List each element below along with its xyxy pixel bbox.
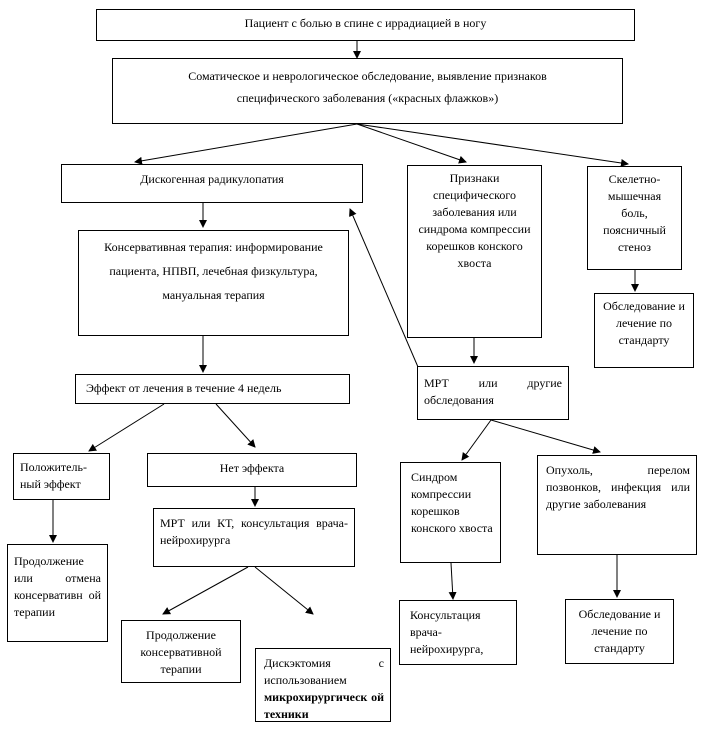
- box-musculoskeletal-pain-text: Скелетно-мышечная боль, поясничный стено…: [603, 172, 666, 254]
- box-standard-care-bottom: Обследование и лечение по стандарту: [565, 599, 674, 664]
- box-tumor-fracture-infection-text: Опухоль, перелом позвонков, инфекция или…: [546, 463, 690, 511]
- box-standard-care-bottom-text: Обследование и лечение по стандарту: [578, 607, 661, 655]
- arrow-b12-b16: [162, 566, 249, 615]
- box-specific-disease-signs-text: Признаки специфического заболевания или …: [418, 171, 531, 270]
- arrow-b8-b10: [88, 403, 165, 452]
- box-discectomy-text: Дискэктомия с использованием: [264, 656, 384, 687]
- box-standard-care-right-text: Обследование и лечение по стандарту: [603, 299, 685, 347]
- box-mri-ct-neurosurgeon: МРТ или КТ, консультация врача-нейрохиру…: [153, 508, 355, 567]
- arrow-b9-b13: [461, 419, 492, 461]
- arrow-b12-b17: [254, 566, 314, 615]
- box-mri-ct-neurosurgeon-text: МРТ или КТ, консультация врача-нейрохиру…: [160, 516, 348, 547]
- box-conservative-therapy-line1: Консервативная терапия: информирование: [104, 240, 323, 254]
- box-continue-or-cancel-therapy: Продолжение или отмена консервативн ой т…: [7, 544, 108, 642]
- arrow-b2-b5: [356, 123, 629, 167]
- box-continue-conservative-therapy: Продолжение консервативной терапии: [121, 620, 241, 683]
- box-specific-disease-signs: Признаки специфического заболевания или …: [407, 165, 542, 338]
- box-discogenic-radiculopathy-text: Дискогенная радикулопатия: [140, 172, 284, 186]
- box-discogenic-radiculopathy: Дискогенная радикулопатия: [61, 164, 363, 203]
- box-positive-effect-text: Положитель-ный эффект: [20, 460, 87, 491]
- box-treatment-effect-4-weeks: Эффект от лечения в течение 4 недель: [75, 374, 350, 404]
- box-conservative-therapy-line3: мануальная терапия: [162, 288, 265, 302]
- box-standard-care-right: Обследование и лечение по стандарту: [594, 293, 694, 368]
- box-neurosurgeon-consultation-surgery-text: Консультация врача-нейрохирурга, операци…: [410, 608, 484, 664]
- box-examination-line2: специфического заболевания («красных фла…: [236, 91, 499, 105]
- box-conservative-therapy: Консервативная терапия: информирование п…: [78, 230, 349, 336]
- box-conservative-therapy-line2: пациента, НПВП, лечебная физкультура,: [109, 264, 318, 278]
- box-discectomy: Дискэктомия с использованием микрохирург…: [255, 648, 391, 722]
- box-examination: Соматическое и неврологическое обследова…: [112, 58, 623, 124]
- arrow-b9-b14: [490, 419, 601, 454]
- box-mri-other-exams-text: МРТ или другие обследования: [424, 376, 562, 407]
- arrow-b2-b3: [134, 123, 358, 165]
- box-no-effect-text: Нет эффекта: [219, 461, 285, 475]
- box-mri-other-exams: МРТ или другие обследования: [417, 366, 569, 420]
- box-patient-back-pain-text: Пациент с болью в спине с иррадиацией в …: [244, 16, 487, 30]
- box-positive-effect: Положитель-ный эффект: [13, 453, 110, 500]
- box-musculoskeletal-pain: Скелетно-мышечная боль, поясничный стено…: [587, 166, 682, 270]
- box-examination-line1: Соматическое и неврологическое обследова…: [188, 69, 547, 83]
- box-discectomy-bold-text: микрохирургическ ой техники: [264, 690, 384, 721]
- box-cauda-equina-syndrome: Синдром компрессии корешков конского хво…: [400, 462, 501, 563]
- box-cauda-equina-syndrome-text: Синдром компрессии корешков конского хво…: [411, 470, 493, 535]
- box-continue-or-cancel-therapy-text: Продолжение или отмена консервативн ой т…: [14, 554, 101, 619]
- box-no-effect: Нет эффекта: [147, 453, 357, 487]
- arrow-b2-b4: [356, 123, 467, 164]
- box-patient-back-pain: Пациент с болью в спине с иррадиацией в …: [96, 9, 635, 41]
- arrow-b13-b18: [448, 562, 457, 600]
- box-treatment-effect-4-weeks-text: Эффект от лечения в течение 4 недель: [86, 381, 282, 395]
- box-continue-conservative-therapy-text: Продолжение консервативной терапии: [140, 628, 222, 676]
- arrow-b9-b3: [349, 208, 419, 368]
- box-tumor-fracture-infection: Опухоль, перелом позвонков, инфекция или…: [537, 455, 697, 555]
- arrow-b8-b11: [215, 403, 256, 448]
- box-neurosurgeon-consultation-surgery: Консультация врача-нейрохирурга, операци…: [399, 600, 517, 665]
